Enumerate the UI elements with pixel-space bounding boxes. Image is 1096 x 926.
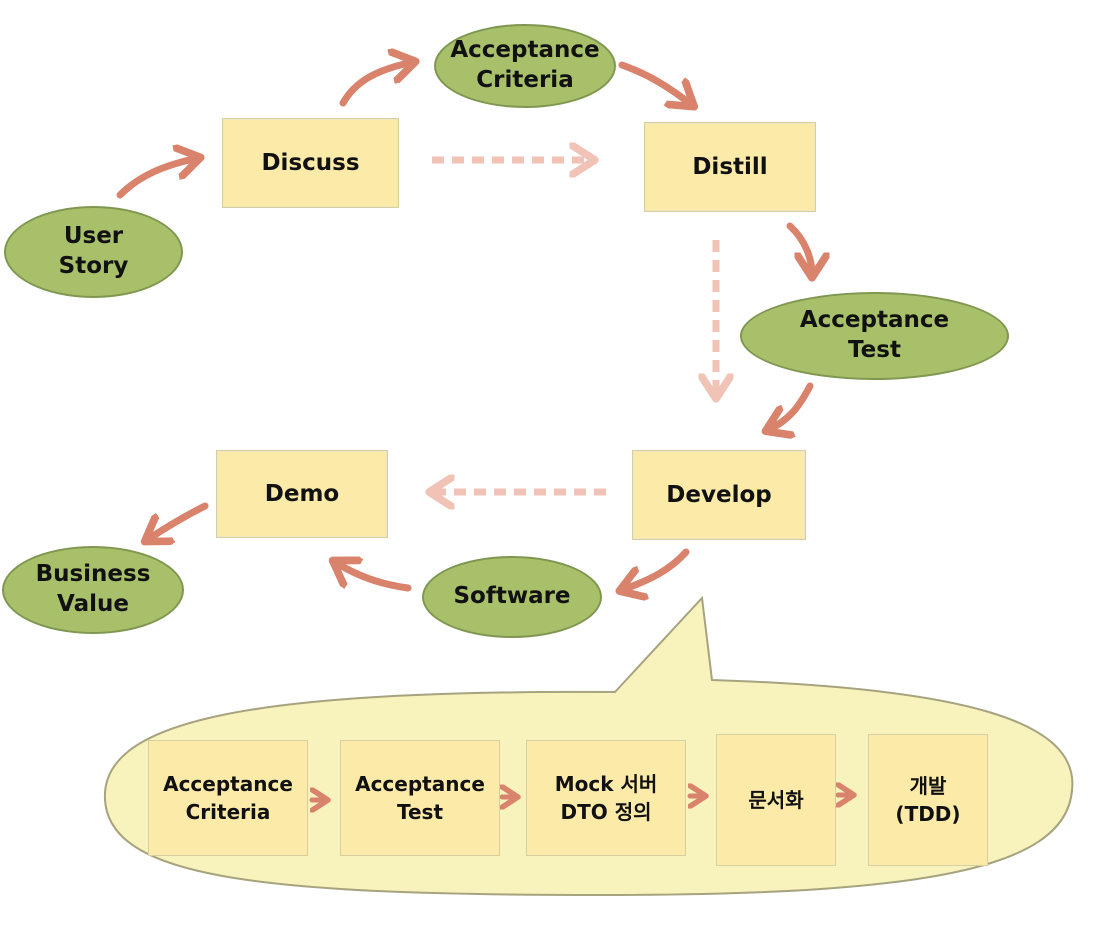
node-demo-label: Demo bbox=[264, 480, 340, 507]
node-acceptance-test-label: Acceptance Test bbox=[799, 307, 950, 363]
step-acceptance-criteria: Acceptance Criteria bbox=[148, 740, 308, 856]
node-user-story-label: User Story bbox=[58, 223, 129, 279]
node-software-label: Software bbox=[453, 583, 571, 610]
step-mock-server-dto-label: Mock 서버 DTO 정의 bbox=[554, 772, 658, 824]
step-development-tdd-label: 개발 (TDD) bbox=[895, 774, 961, 826]
node-acceptance-criteria-label: Acceptance Criteria bbox=[450, 37, 600, 93]
step-acceptance-test: Acceptance Test bbox=[340, 740, 500, 856]
arrow-distill-test bbox=[786, 222, 812, 275]
node-distill: Distill bbox=[644, 122, 816, 212]
node-business-value: Business Value bbox=[2, 546, 184, 634]
node-discuss-label: Discuss bbox=[261, 149, 360, 176]
arrow-discuss-criteria bbox=[339, 62, 413, 107]
node-develop: Develop bbox=[632, 450, 806, 540]
node-develop-label: Develop bbox=[666, 481, 772, 508]
arrow-userstory-discuss bbox=[116, 158, 198, 199]
arrow-develop-software bbox=[622, 548, 690, 590]
step-acceptance-test-label: Acceptance Test bbox=[355, 772, 485, 824]
node-acceptance-criteria: Acceptance Criteria bbox=[434, 24, 616, 108]
node-business-value-label: Business Value bbox=[35, 561, 151, 617]
node-user-story: User Story bbox=[4, 206, 183, 298]
arrow-demo-business bbox=[147, 502, 209, 540]
arrow-software-demo bbox=[335, 562, 412, 592]
node-demo: Demo bbox=[216, 450, 388, 538]
arrow-criteria-distill bbox=[618, 61, 692, 105]
step-documentation: 문서화 bbox=[716, 734, 836, 866]
step-documentation-label: 문서화 bbox=[748, 788, 804, 812]
arrow-test-develop bbox=[768, 382, 814, 430]
node-software: Software bbox=[422, 556, 602, 638]
step-mock-server-dto: Mock 서버 DTO 정의 bbox=[526, 740, 686, 856]
node-discuss: Discuss bbox=[222, 118, 399, 208]
step-acceptance-criteria-label: Acceptance Criteria bbox=[163, 772, 293, 824]
node-distill-label: Distill bbox=[692, 153, 768, 180]
step-development-tdd: 개발 (TDD) bbox=[868, 734, 988, 866]
node-acceptance-test: Acceptance Test bbox=[740, 292, 1009, 380]
